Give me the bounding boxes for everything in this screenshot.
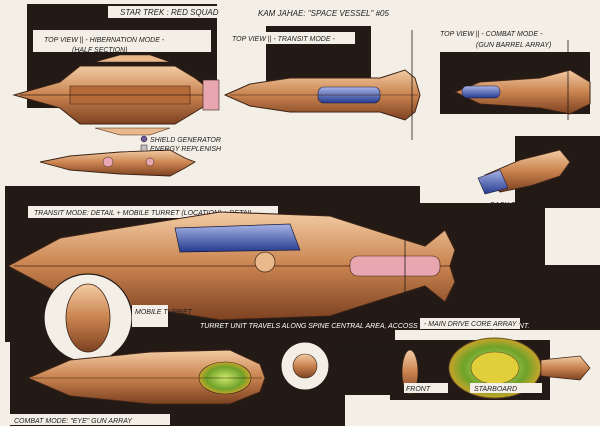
legend-energy: ENERGY REPLENISH <box>150 146 222 153</box>
label-combat-note: (GUN BARREL ARRAY) <box>476 42 551 49</box>
franchise-title: STAR TREK : RED SQUAD <box>120 8 219 17</box>
view-transit-detail: TRANSIT MODE: DETAIL + MOBILE TURRET (LO… <box>6 205 529 363</box>
label-turret-unit: TURRET UNIT TRAVELS ALONG SPINE CENTRAL … <box>200 323 529 330</box>
view-combat-top: TOP VIEW || - COMBAT MODE - (GUN BARREL … <box>436 26 596 120</box>
hull-combat-eye <box>26 349 266 405</box>
view-hibernation: TOP VIEW || - HIBERNATION MODE - (HALF S… <box>12 30 220 136</box>
header: STAR TREK : RED SQUAD KAM JAHAE: "SPACE … <box>108 6 389 18</box>
legend-shield: SHIELD GENERATOR <box>150 137 221 144</box>
energy-replenish-icon <box>140 144 148 152</box>
view-transit-top: TOP VIEW || - TRANSIT MODE - <box>223 30 421 140</box>
view-side-small <box>39 149 197 177</box>
view-tail: BACK TAIL STRUCTURE <box>477 149 571 209</box>
label-hibernation-note: (HALF SECTION) <box>72 47 128 54</box>
view-combat-eye: COMBAT MODE: "EYE" GUN ARRAY "SINGLE EYE… <box>10 341 524 425</box>
label-combat-eye: COMBAT MODE: "EYE" GUN ARRAY <box>14 418 133 425</box>
blue-canopy-detail <box>174 223 301 253</box>
label-transit-top: TOP VIEW || - TRANSIT MODE - <box>232 36 335 43</box>
subject-title: KAM JAHAE: "SPACE VESSEL" #05 <box>258 9 389 18</box>
view-main-drive: - MAIN DRIVE CORE ARRAY - FRONT STARBOAR… <box>401 318 591 399</box>
label-hibernation: TOP VIEW || - HIBERNATION MODE - <box>44 37 165 44</box>
label-back-structure: BACK TAIL STRUCTURE <box>490 202 571 209</box>
hull-tail <box>484 149 571 193</box>
label-single-eye: "SINGLE EYE" GUN TURRET ROTATES ABOUT SO… <box>338 347 524 354</box>
legend: SHIELD GENERATOR ENERGY REPLENISH <box>140 135 222 153</box>
hull-side-small <box>39 149 197 177</box>
label-transit-detail: TRANSIT MODE: DETAIL + MOBILE TURRET (LO… <box>34 210 253 217</box>
label-front: FRONT <box>406 386 431 393</box>
shield-generator-icon <box>140 135 148 143</box>
label-starboard: STARBOARD <box>474 386 517 393</box>
label-main-drive: - MAIN DRIVE CORE ARRAY - <box>424 321 521 328</box>
label-combat-top: TOP VIEW || - COMBAT MODE - <box>440 31 543 38</box>
hull-combat-top <box>453 69 591 115</box>
label-mobile-turret: MOBILE TURRET <box>135 309 193 316</box>
